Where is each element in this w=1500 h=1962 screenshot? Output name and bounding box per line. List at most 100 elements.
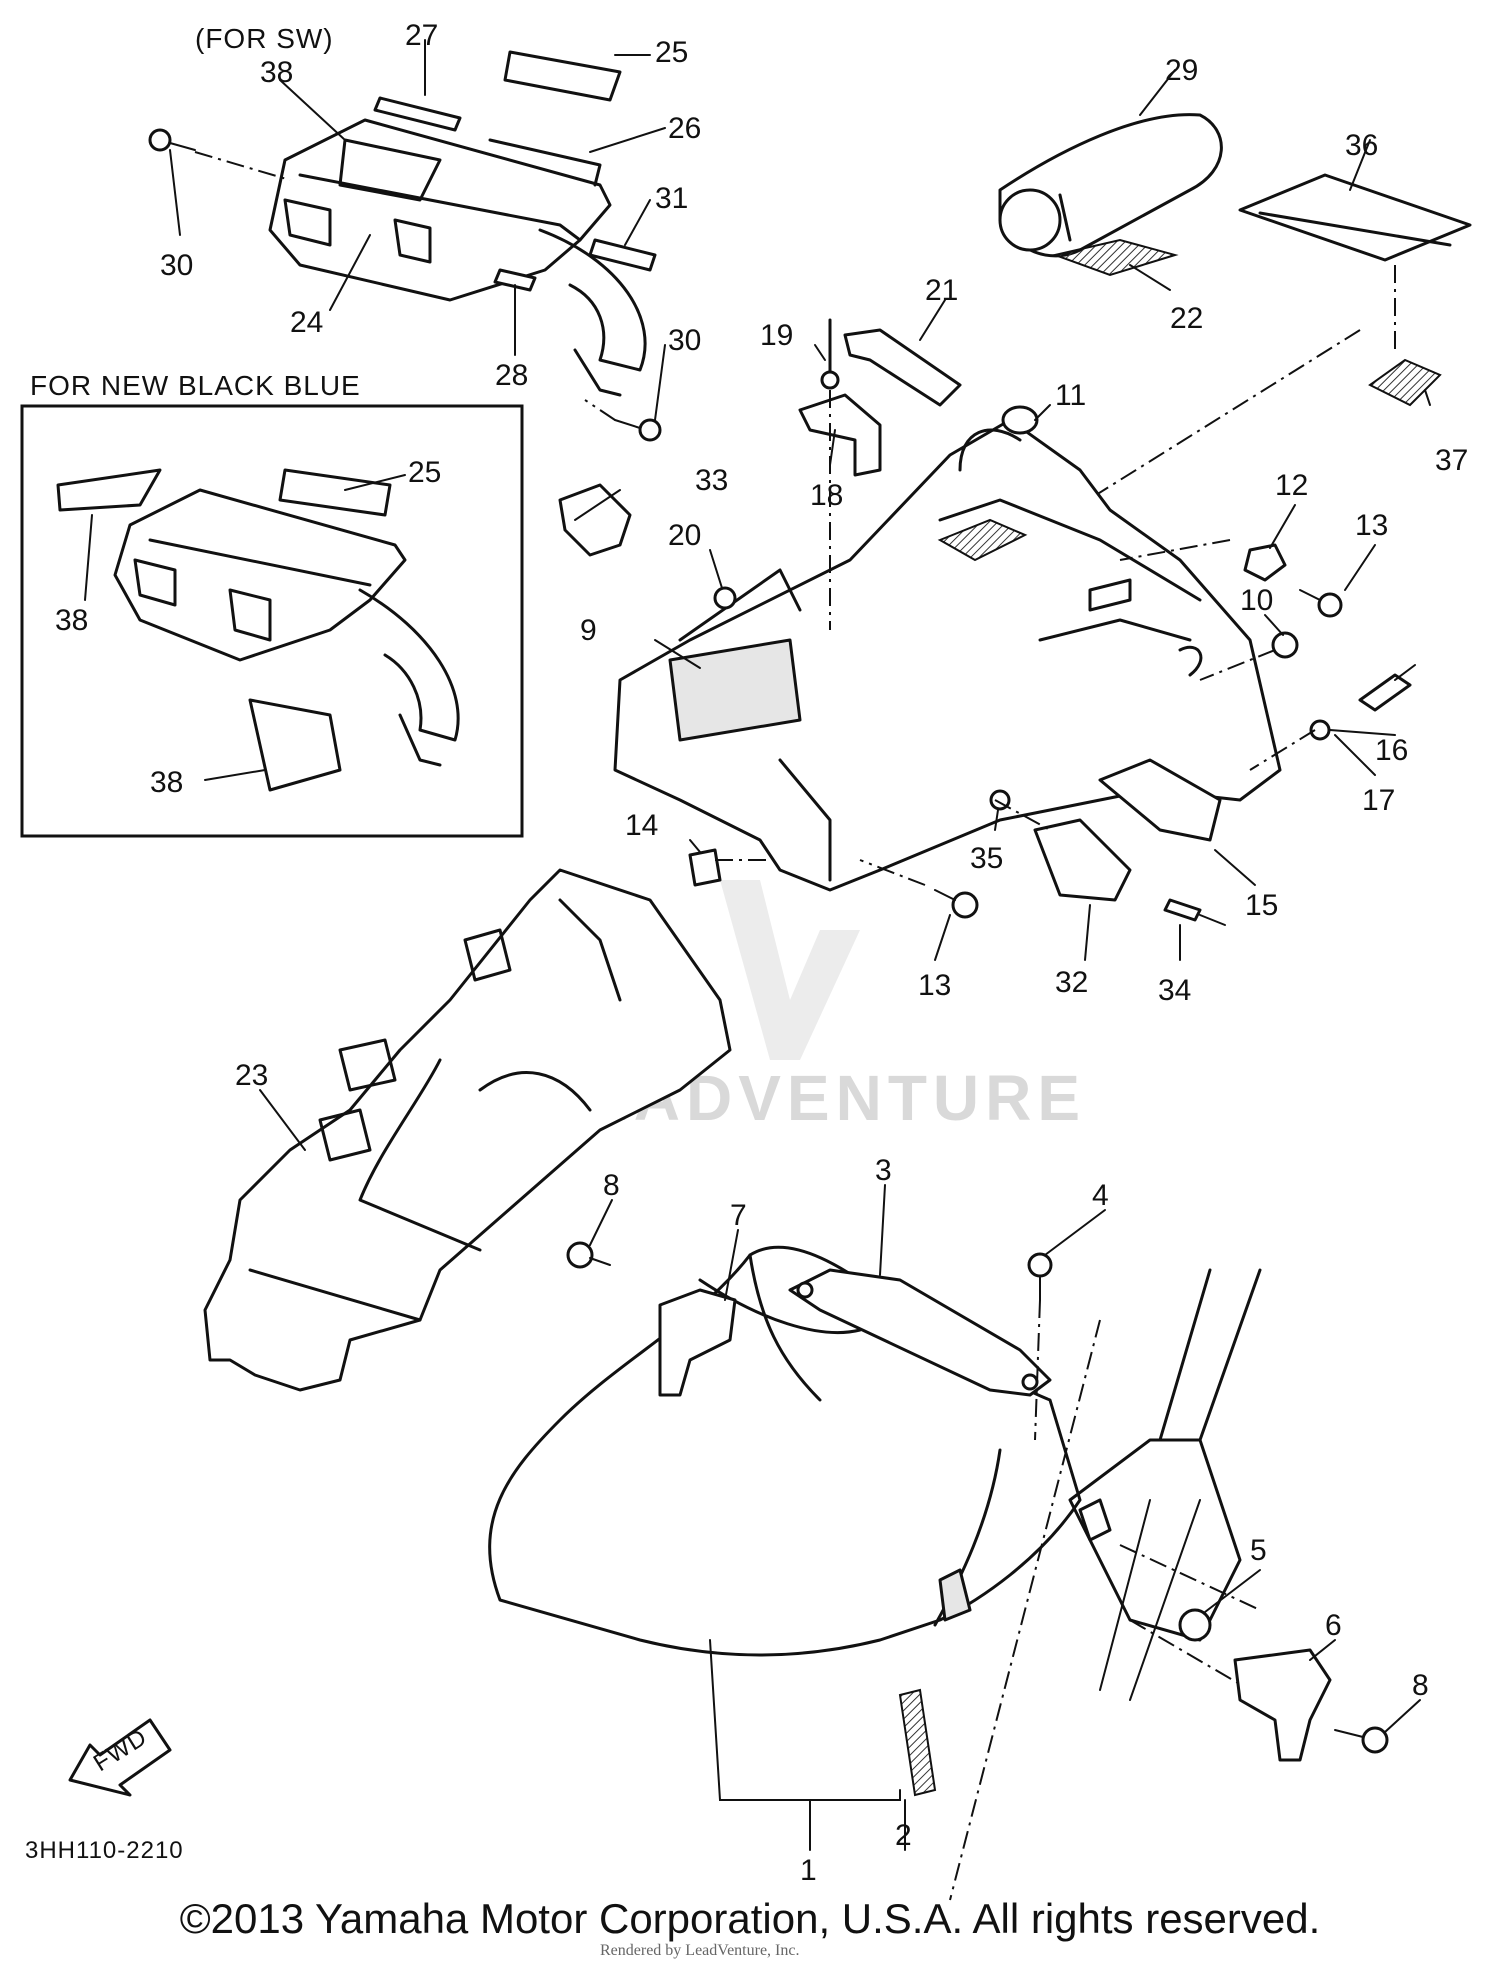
part-22-pad [1051, 238, 1179, 277]
seat-cowl-sw-group: (FOR SW) [148, 23, 666, 442]
callout-35: 35 [970, 842, 1003, 875]
part-31-pad [588, 238, 657, 272]
part-25-sticker [503, 50, 622, 102]
front-fender-group [488, 1184, 1421, 1901]
callout-28: 28 [495, 359, 528, 392]
part-9-rear-fender [613, 418, 1282, 892]
part-11-grommet [1001, 405, 1039, 435]
callout-20: 20 [668, 519, 701, 552]
callout-4: 4 [1092, 1179, 1109, 1212]
callout-8b: 8 [1412, 1669, 1429, 1702]
part-33-bracket [558, 483, 632, 557]
part-13-screw-a [1317, 592, 1343, 618]
rear-fender-group [558, 299, 1416, 961]
part-8-bolt-a [566, 1241, 594, 1269]
callout-33: 33 [695, 464, 728, 497]
callout-38c: 38 [150, 766, 183, 799]
callout-18: 18 [810, 479, 843, 512]
part-5-nut [1178, 1608, 1212, 1642]
part-36-plate [1238, 173, 1472, 262]
callout-34: 34 [1158, 974, 1191, 1007]
callout-30a: 30 [160, 249, 193, 282]
callout-25b: 25 [408, 456, 441, 489]
part-1-front-fender [488, 1245, 1082, 1657]
callout-15: 15 [1245, 889, 1278, 922]
callout-38a: 38 [260, 56, 293, 89]
copyright-notice: ©2013 Yamaha Motor Corporation, U.S.A. A… [179, 1895, 1321, 1942]
callout-25a: 25 [655, 36, 688, 69]
inset-sticker-38-top [56, 468, 162, 512]
part-28-pad [493, 268, 537, 292]
for-sw-label: (FOR SW) [195, 23, 334, 54]
callout-1: 1 [800, 1854, 817, 1887]
part-34-bolt [1163, 898, 1202, 922]
grab-bar [538, 228, 647, 372]
part-3-bracket [788, 1268, 1052, 1397]
part-13-screw-b [951, 891, 979, 919]
callout-2: 2 [895, 1819, 912, 1852]
callout-26: 26 [668, 112, 701, 145]
part-20-grommet [713, 586, 737, 610]
callout-19: 19 [760, 319, 793, 352]
inset-sticker-38-bottom [248, 698, 342, 792]
callout-38b: 38 [55, 604, 88, 637]
fork-tube [1068, 1438, 1242, 1642]
callouts: 1 2 3 4 5 6 7 8 8 9 10 11 12 13 13 14 15… [55, 19, 1468, 1887]
callout-9: 9 [580, 614, 597, 647]
inset-new-black-blue: FOR NEW BLACK BLUE [20, 370, 524, 838]
part-24-cowl [268, 118, 612, 302]
callout-8a: 8 [603, 1169, 620, 1202]
part-10-nut [1271, 631, 1299, 659]
callout-32: 32 [1055, 966, 1088, 999]
part-18-bracket [798, 393, 882, 477]
inset-sticker-25 [278, 468, 392, 517]
flap-group [203, 868, 732, 1392]
callout-24: 24 [290, 306, 323, 339]
callout-3: 3 [875, 1154, 892, 1187]
part-15-bracket [1098, 758, 1222, 842]
part-30-bolt-a [148, 128, 172, 152]
part-21-strap [843, 328, 962, 407]
diagram-code: 3HH110-2210 [25, 1837, 184, 1864]
callout-37: 37 [1435, 444, 1468, 477]
callout-30b: 30 [668, 324, 701, 357]
part-12-clip [1243, 543, 1287, 582]
part-6-stay [1233, 1648, 1332, 1762]
callout-36: 36 [1345, 129, 1378, 162]
tail-parts-group [998, 69, 1472, 531]
part-4-bolt [1027, 1252, 1053, 1278]
callout-13b: 13 [918, 969, 951, 1002]
part-27-stay [373, 96, 462, 132]
part-16-plug [1358, 673, 1412, 712]
part-2-pad [898, 1688, 937, 1797]
callout-17: 17 [1362, 784, 1395, 817]
part-8-bolt-b [1361, 1726, 1389, 1754]
callout-14: 14 [625, 809, 658, 842]
callout-12: 12 [1275, 469, 1308, 502]
for-new-black-blue-label: FOR NEW BLACK BLUE [30, 370, 361, 401]
part-14-nut [688, 848, 722, 887]
inset-frame [20, 404, 524, 838]
rendered-by-text: Rendered by LeadVenture, Inc. [600, 1942, 799, 1959]
part-30-bolt-b [638, 418, 662, 442]
part-37-pad [1368, 358, 1442, 407]
part-23-flap [203, 868, 732, 1392]
callout-10: 10 [1240, 584, 1273, 617]
inset-cowl [113, 488, 407, 662]
callout-29: 29 [1165, 54, 1198, 87]
callout-7: 7 [730, 1199, 747, 1232]
callout-5: 5 [1250, 1534, 1267, 1567]
fwd-arrow: FWD [68, 1718, 172, 1797]
callout-21: 21 [925, 274, 958, 307]
callout-22: 22 [1170, 302, 1203, 335]
callout-13a: 13 [1355, 509, 1388, 542]
callout-6: 6 [1325, 1609, 1342, 1642]
part-7-stay [658, 1288, 737, 1397]
callout-31: 31 [655, 182, 688, 215]
callout-16: 16 [1375, 734, 1408, 767]
callout-11: 11 [1055, 379, 1086, 412]
part-32-bracket [1033, 818, 1132, 902]
callout-27: 27 [405, 19, 438, 52]
callout-23: 23 [235, 1059, 268, 1092]
